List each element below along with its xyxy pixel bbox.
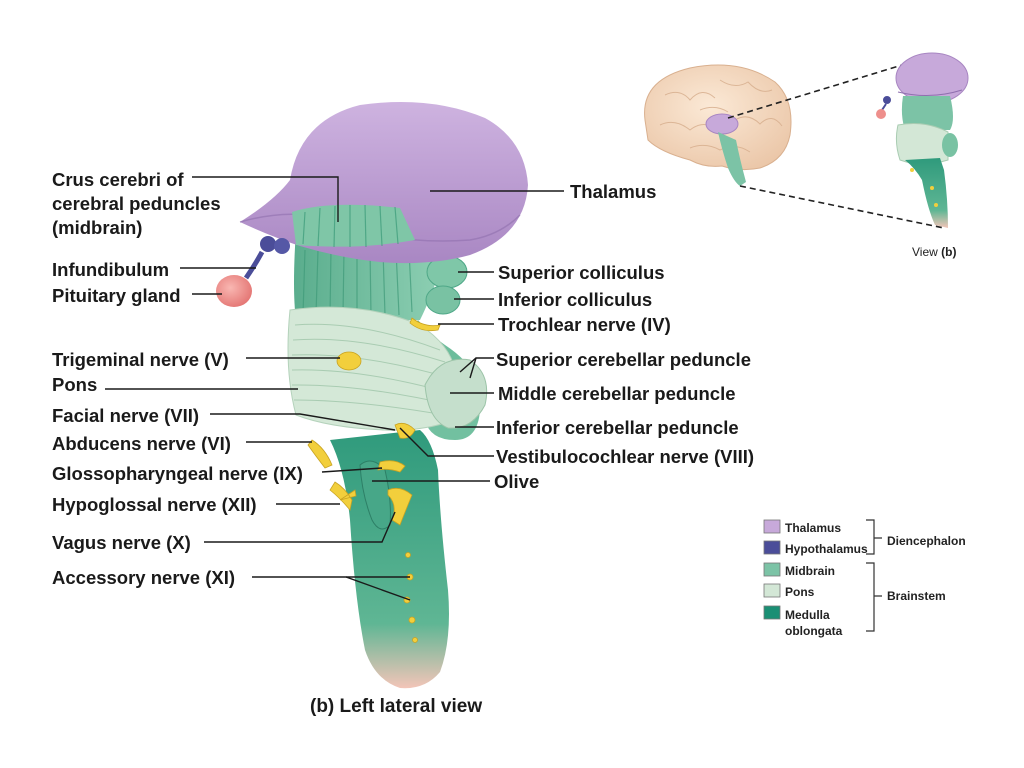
hypoglossal-nerve <box>329 481 357 511</box>
svg-text:Midbrain: Midbrain <box>785 564 835 578</box>
inset-midbrain <box>901 96 953 130</box>
legend-swatch-thalamus <box>763 519 781 534</box>
legend-swatch-pons <box>763 583 781 598</box>
label-crus-cerebri-2: cerebral peduncles <box>52 193 221 214</box>
label-middle-cerebellar-peduncle: Middle cerebellar peduncle <box>498 383 736 404</box>
inset-view-label: View (b) <box>912 245 956 259</box>
label-crus-cerebri-3: (midbrain) <box>52 217 142 238</box>
inset-medulla <box>905 158 948 228</box>
trigeminal-nerve <box>336 351 362 371</box>
svg-text:Hypothalamus: Hypothalamus <box>785 542 868 556</box>
medulla-oblongata <box>330 430 449 689</box>
label-abducens-nerve: Abducens nerve (VI) <box>52 433 231 454</box>
legend-swatch-medulla <box>763 605 781 620</box>
legend-item-hypothalamus: Hypothalamus <box>763 540 868 556</box>
label-hypoglossal-nerve: Hypoglossal nerve (XII) <box>52 494 257 515</box>
leader-lines <box>105 176 564 601</box>
label-trigeminal-nerve: Trigeminal nerve (V) <box>52 349 229 370</box>
inset-pons <box>895 123 949 165</box>
label-superior-colliculus: Superior colliculus <box>498 262 665 283</box>
abducens-nerve <box>307 439 333 469</box>
legend-group-brainstem: Brainstem <box>887 589 946 603</box>
pituitary-gland <box>216 275 252 307</box>
label-infundibulum: Infundibulum <box>52 259 169 280</box>
hypothalamus <box>260 236 276 252</box>
brainstem-illustration <box>216 101 528 689</box>
label-vagus-nerve: Vagus nerve (X) <box>52 532 191 553</box>
svg-text:Medulla: Medulla <box>785 608 830 622</box>
legend-group-diencephalon: Diencephalon <box>887 534 966 548</box>
label-glossopharyngeal-nerve: Glossopharyngeal nerve (IX) <box>52 463 303 484</box>
label-facial-nerve: Facial nerve (VII) <box>52 405 199 426</box>
bracket-diencephalon <box>866 519 882 555</box>
svg-text:Pons: Pons <box>785 585 815 599</box>
facial-nerve <box>394 422 416 439</box>
svg-text:oblongata: oblongata <box>785 624 843 638</box>
legend: Thalamus Hypothalamus Midbrain Pons Medu… <box>763 519 966 638</box>
pons <box>287 306 456 431</box>
glossopharyngeal-nerve <box>377 460 406 473</box>
legend-swatch-midbrain <box>763 562 781 577</box>
trochlear-nerve <box>409 317 441 332</box>
label-olive: Olive <box>494 471 539 492</box>
figure-caption: (b) Left lateral view <box>310 696 482 717</box>
legend-item-thalamus: Thalamus <box>763 519 841 535</box>
crus-cerebri <box>292 204 415 247</box>
label-inferior-colliculus: Inferior colliculus <box>498 289 652 310</box>
label-trochlear-nerve: Trochlear nerve (IV) <box>498 314 671 335</box>
inferior-colliculus <box>425 285 461 315</box>
right-labels: Thalamus Superior colliculus Inferior co… <box>494 181 754 492</box>
legend-item-medulla: Medulla oblongata <box>763 605 843 638</box>
cranial-nerves <box>307 317 441 643</box>
label-accessory-nerve: Accessory nerve (XI) <box>52 567 235 588</box>
legend-swatch-hypothalamus <box>763 540 781 555</box>
label-pituitary-gland: Pituitary gland <box>52 285 181 306</box>
legend-item-pons: Pons <box>763 583 815 599</box>
label-superior-cerebellar-peduncle: Superior cerebellar peduncle <box>496 349 751 370</box>
legend-item-midbrain: Midbrain <box>763 562 835 578</box>
left-labels: Crus cerebri of cerebral peduncles (midb… <box>52 169 303 588</box>
label-vestibulocochlear-nerve: Vestibulocochlear nerve (VIII) <box>496 446 754 467</box>
infundibulum <box>243 250 265 280</box>
svg-text:Thalamus: Thalamus <box>785 521 841 535</box>
label-pons: Pons <box>52 374 97 395</box>
bracket-brainstem <box>866 562 882 632</box>
label-inferior-cerebellar-peduncle: Inferior cerebellar peduncle <box>496 417 739 438</box>
inset-view: View (b) <box>644 52 969 259</box>
label-thalamus: Thalamus <box>570 181 656 202</box>
inset-pituitary <box>876 109 886 119</box>
label-crus-cerebri-1: Crus cerebri of <box>52 169 184 190</box>
